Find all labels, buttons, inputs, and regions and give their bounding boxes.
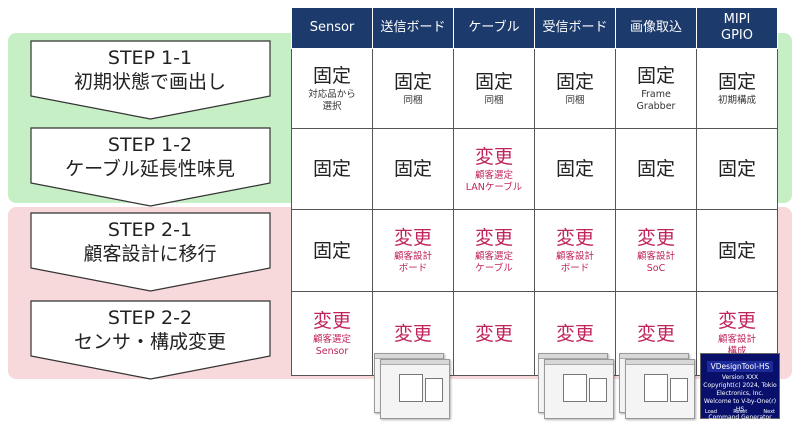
down-arrow-shape [30,212,271,292]
status-note: 同梱 [403,95,423,106]
tool-line: Copyright(c) 2024, Tokio Electronics, In… [703,382,777,397]
column-header: 受信ボード [534,7,616,49]
tool-line: Welcome to V-by-One(r) HS [703,398,777,413]
screenshot-thumbnail [380,359,450,419]
down-arrow-shape [30,300,271,380]
tool-line: Version XXX [721,374,759,381]
status-text: 固定 [717,158,756,180]
matrix-cell: 固定初期構成 [696,48,778,129]
status-text: 変更 [555,322,594,345]
status-text: 変更 [474,145,513,168]
matrix-cell: 変更顧客設計ボード [534,209,616,292]
status-text: 変更 [312,310,351,332]
status-text: 固定 [393,158,432,180]
step-number: STEP 2-1 [107,219,193,241]
step-description: 顧客設計に移行 [83,243,217,265]
step-number: STEP 1-2 [107,134,193,156]
status-note: 同梱 [565,95,585,106]
matrix-cell: 変更顧客設計ボード [372,209,454,292]
screenshot-thumbnail [544,359,614,419]
status-text: 固定 [393,71,432,93]
column-header: 送信ボード [372,7,454,49]
status-text: 固定 [717,71,756,93]
tool-line: Command Generator [708,414,772,421]
status-text: 変更 [474,227,513,249]
status-note: 顧客設計ボード [555,251,594,274]
column-header: 画像取込 [615,7,697,49]
tool-line: Application Data : 2024/04/04 [713,422,767,437]
matrix-cell: 固定同梱 [534,48,616,129]
column-header: ケーブル [453,7,535,49]
matrix-cell: 固定 [615,128,697,210]
tool-title: VDesignTool-HS [707,361,773,372]
status-text: 変更 [636,227,675,249]
status-note: 初期構成 [717,95,756,106]
tool-next-button: Next [763,409,775,415]
matrix-cell: 固定同梱 [453,48,535,129]
status-note: 顧客選定ケーブル [474,251,513,274]
status-text: 変更 [393,227,432,249]
status-text: 固定 [636,158,675,180]
status-text: 固定 [636,65,675,87]
down-arrow-shape [30,40,271,120]
vdesigntool-window-thumbnail: VDesignTool-HS Version XXX Copyright(c) … [700,353,780,437]
status-text: 変更 [636,322,675,345]
status-text: 固定 [555,71,594,93]
status-text: 固定 [312,158,351,180]
down-arrow-shape [30,127,271,207]
tool-reset-button: Reset [733,409,748,415]
status-note: 顧客設計ボード [393,251,432,274]
matrix-cell: 固定対応品から選択 [291,48,373,129]
matrix-cell: 固定 [534,128,616,210]
step-description: センサ・構成変更 [73,331,226,353]
tool-load-button: Load [705,409,717,415]
status-text: 固定 [717,239,756,262]
step-description: ケーブル延長性味見 [65,158,235,180]
status-note: 顧客設計構成 [717,334,756,357]
status-text: 固定 [555,158,594,180]
matrix-cell: 変更顧客選定ケーブル [453,209,535,292]
step-number: STEP 2-2 [107,307,193,329]
step-number: STEP 1-1 [107,47,193,69]
matrix-cell: 固定 [291,128,373,210]
matrix-cell: 固定 [696,128,778,210]
status-text: 変更 [717,310,756,332]
column-header: Sensor [291,7,373,49]
matrix-cell: 固定 [372,128,454,210]
status-text: 固定 [474,71,513,93]
matrix-cell: 固定 [291,209,373,292]
step-description: 初期状態で画出し [73,71,226,93]
screenshot-thumbnail [625,359,695,419]
matrix-cell: 固定 [696,209,778,292]
status-note: 対応品から選択 [308,89,356,112]
matrix-cell: 固定同梱 [372,48,454,129]
status-text: 変更 [474,322,513,345]
status-text: 固定 [312,239,351,262]
matrix-cell: 変更 [453,291,535,376]
status-text: 変更 [393,322,432,345]
status-text: 変更 [555,227,594,249]
status-text: 固定 [312,65,351,87]
status-note: 同梱 [484,95,504,106]
